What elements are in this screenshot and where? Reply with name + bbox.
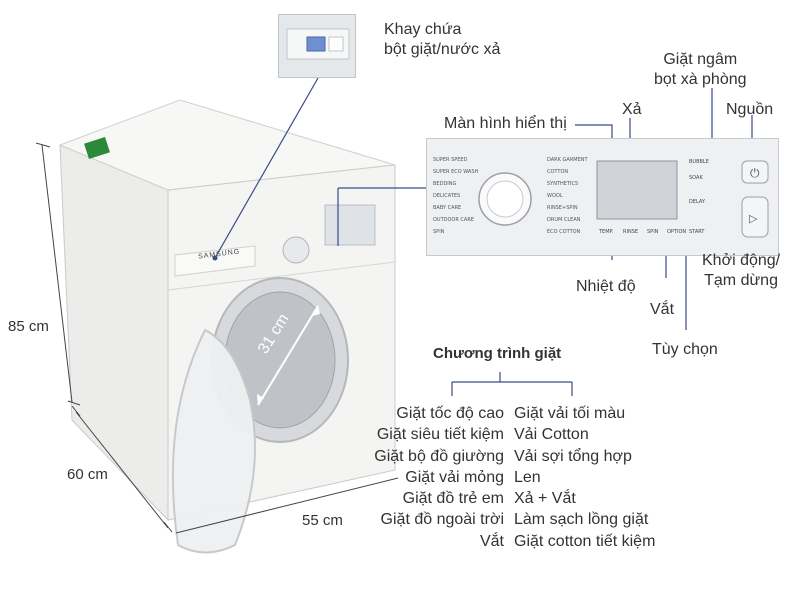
svg-text:ECO COTTON: ECO COTTON [547,229,581,235]
program-item: Giặt vải tối màu [514,405,626,422]
svg-text:WOOL: WOOL [547,193,563,199]
dimension-lines [35,142,399,534]
program-item: Giặt bộ đồ giường [374,447,504,465]
machine-display [324,204,376,246]
display-callout: Màn hình hiển thị [444,115,567,132]
display-screen [596,160,678,220]
svg-text:OPTION: OPTION [667,229,686,235]
program-item: Giặt tốc độ cao [396,405,504,422]
programs-right-column: Giặt vải tối màu Vải Cotton Vải sợi tổng… [514,403,655,552]
detergent-drawer [174,245,256,277]
program-item: Xả + Vắt [514,490,576,508]
svg-text:BABY CARE: BABY CARE [433,205,461,211]
svg-text:START: START [689,229,705,235]
svg-text:DELAY: DELAY [689,199,706,205]
svg-text:DELICATES: DELICATES [433,193,460,199]
svg-text:DRUM CLEAN: DRUM CLEAN [547,217,581,223]
energy-label-sticker [84,136,110,160]
svg-text:TEMP.: TEMP. [598,229,614,235]
svg-text:OUTDOOR CARE: OUTDOOR CARE [433,217,474,223]
open-door [171,328,256,554]
program-item: Giặt đồ trẻ em [402,490,504,508]
program-item: Vải Cotton [514,426,589,444]
programs-left-column: Giặt tốc độ cao Giặt siêu tiết kiệm Giặt… [374,403,504,552]
svg-text:SPIN: SPIN [647,229,659,235]
options-callout: Tùy chọn [652,341,718,358]
start-pause-callout: Khởi động/Tạm dừng [702,252,781,289]
program-item: Giặt vải mỏng [405,468,504,486]
svg-text:COTTON: COTTON [547,169,568,175]
start-button-graphic [741,196,769,238]
detergent-tray-thumbnail [278,14,356,78]
power-callout: Nguồn [726,101,774,118]
program-item: Làm sạch lồng giặt [514,511,649,529]
program-item: Giặt siêu tiết kiệm [376,426,504,444]
height-dimension-label: 85 cm [8,318,49,335]
program-item: Vắt [479,532,504,550]
svg-text:BUBBLE: BUBBLE [689,159,709,165]
svg-text:BEDDING: BEDDING [433,181,457,187]
svg-text:SUPER SPEED: SUPER SPEED [433,157,468,163]
depth-dimension-label: 60 cm [67,466,108,483]
drum-diameter-arrow [257,305,319,406]
program-item: Giặt cotton tiết kiệm [514,532,656,550]
svg-text:RINSE+SPIN: RINSE+SPIN [547,205,578,211]
power-button-graphic [741,160,769,184]
machine-dial [282,236,310,264]
spin-callout: Vắt [650,301,675,318]
rinse-callout: Xả [622,101,642,118]
svg-text:SYNTHETICS: SYNTHETICS [547,181,578,187]
svg-text:SPIN: SPIN [433,229,445,235]
programs-title: Chương trình giặt [433,345,562,362]
program-item: Vải sợi tổng hợp [514,447,632,465]
svg-text:RINSE: RINSE [623,229,638,235]
tray-callout-line [214,77,319,259]
control-strip-line [167,261,396,291]
svg-text:⏻: ⏻ [750,166,760,180]
width-dimension-label: 55 cm [302,512,343,529]
svg-text:SUPER ECO WASH: SUPER ECO WASH [433,169,479,175]
control-panel-zoom: SUPER SPEED SUPER ECO WASH BEDDING DELIC… [426,138,779,256]
svg-text:▷: ▷ [749,212,758,225]
program-item: Len [514,468,541,486]
svg-text:SOAK: SOAK [689,175,703,181]
machine-side-panel [59,144,169,522]
temperature-callout: Nhiệt độ [576,278,636,295]
svg-text:DARK GARMENT: DARK GARMENT [547,157,589,163]
program-item: Giặt đồ ngoài trời [380,511,504,529]
